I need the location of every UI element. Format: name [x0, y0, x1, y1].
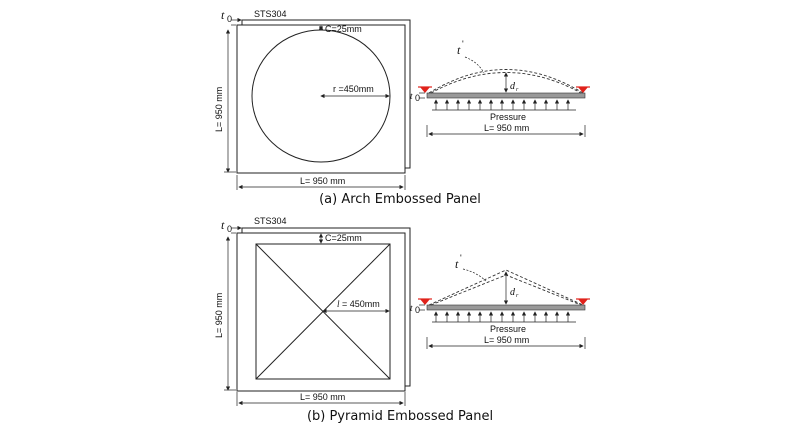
- svg-text:d: d: [510, 287, 516, 298]
- svg-text:= 450mm: = 450mm: [342, 299, 380, 309]
- svg-text:L= 950 mm: L= 950 mm: [214, 293, 224, 338]
- height-dim-a: L= 950 mm: [214, 29, 236, 173]
- rise-dim-a: d r: [503, 72, 519, 93]
- thickness-label-a: t 0: [221, 8, 242, 26]
- svg-text:0: 0: [415, 305, 420, 315]
- caption-a: (a) Arch Embossed Panel: [319, 192, 481, 207]
- plate-front-a: [236, 24, 406, 174]
- plate-front-b: [236, 232, 406, 392]
- arch-deformed-inner: [430, 72, 582, 94]
- svg-text:L= 950 mm: L= 950 mm: [484, 335, 529, 345]
- section-thickness-label-b: t 0: [410, 303, 425, 315]
- svg-text:r: r: [516, 293, 519, 299]
- svg-text:L= 950 mm: L= 950 mm: [300, 176, 345, 186]
- svg-text:0: 0: [415, 93, 420, 103]
- svg-text:L= 950 mm: L= 950 mm: [300, 392, 345, 402]
- half-diag-dim-b: l = 450mm: [322, 299, 390, 314]
- clearance-dim-a: C=25mm: [318, 24, 362, 34]
- cross-section-a: Pressure d r t ' t 0: [410, 39, 590, 137]
- material-label-b: STS304: [254, 216, 287, 226]
- caption-b: (b) Pyramid Embossed Panel: [307, 409, 493, 424]
- section-plate-b: [426, 304, 586, 311]
- svg-text:': ': [460, 253, 462, 263]
- pressure-arrows-b: [432, 311, 576, 323]
- svg-text:t: t: [457, 43, 461, 57]
- svg-text:t: t: [410, 91, 413, 101]
- cross-section-b: Pressure d r t ' t 0 L= 950: [410, 253, 590, 349]
- svg-text:L= 950 mm: L= 950 mm: [484, 123, 529, 133]
- svg-text:0: 0: [227, 224, 232, 234]
- svg-text:t: t: [221, 218, 225, 232]
- svg-text:C=25mm: C=25mm: [325, 24, 362, 34]
- pressure-arrows-a: [432, 99, 576, 111]
- section-length-dim-b: L= 950 mm: [426, 335, 586, 349]
- support-right-a: [576, 86, 590, 93]
- svg-text:C=25mm: C=25mm: [325, 233, 362, 243]
- width-dim-a: L= 950 mm: [236, 175, 406, 190]
- svg-text:L= 950 mm: L= 950 mm: [214, 87, 224, 132]
- svg-text:t: t: [410, 303, 413, 313]
- arch-deformed-outer: [428, 69, 584, 94]
- svg-text:d: d: [510, 81, 516, 92]
- pressure-label-a: Pressure: [490, 112, 526, 122]
- svg-text:t: t: [221, 8, 225, 22]
- section-plate-a: [426, 92, 586, 99]
- thickness-label-b: t 0: [221, 218, 242, 234]
- svg-text:l: l: [337, 299, 340, 309]
- clearance-dim-b: C=25mm: [318, 233, 362, 244]
- svg-text:r =450mm: r =450mm: [333, 84, 374, 94]
- support-left-a: [418, 86, 432, 93]
- support-left-b: [418, 298, 432, 305]
- svg-text:0: 0: [227, 14, 232, 24]
- panel-a: STS304 t 0 C=25mm r =450mm L= 950 mm: [214, 8, 590, 207]
- height-dim-b: L= 950 mm: [214, 236, 236, 391]
- pyramid-deformed-outer: [428, 269, 584, 306]
- rise-dim-b: d r: [503, 271, 519, 305]
- width-dim-b: L= 950 mm: [236, 392, 406, 406]
- section-thickness-label-a: t 0: [410, 91, 425, 103]
- section-length-dim-a: L= 950 mm: [426, 123, 586, 137]
- support-right-b: [576, 298, 590, 305]
- deformed-thickness-label-b: t ': [455, 253, 487, 282]
- svg-text:r: r: [516, 87, 519, 93]
- panel-b: STS304 t 0 C=25mm l = 450mm L= 950 mm: [214, 216, 590, 424]
- radius-dim-a: r =450mm: [320, 84, 390, 99]
- deformed-thickness-label-a: t ': [457, 39, 485, 74]
- svg-text:t: t: [455, 257, 459, 271]
- material-label-a: STS304: [254, 9, 287, 19]
- svg-text:': ': [462, 39, 464, 49]
- pressure-label-b: Pressure: [490, 324, 526, 334]
